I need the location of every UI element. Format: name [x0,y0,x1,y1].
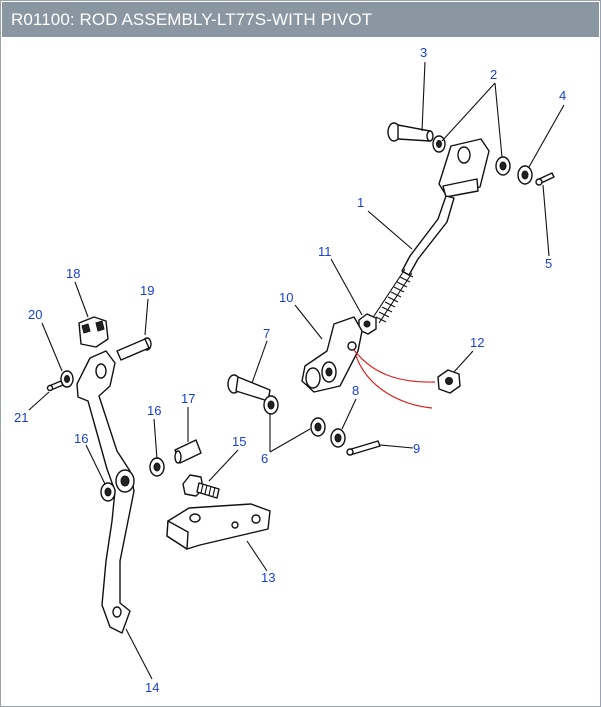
callout-6[interactable]: 6 [261,451,268,466]
callout-2[interactable]: 2 [490,67,497,82]
parts-diagram: 3 2 4 5 1 11 10 12 7 8 6 9 13 14 15 16 1… [2,38,599,705]
page-title: R01100: ROD ASSEMBLY-LT77S-WITH PIVOT [11,9,373,29]
callout-14[interactable]: 14 [145,680,159,695]
part-9-split-pin [346,440,381,456]
callout-8[interactable]: 8 [352,383,359,398]
callout-18[interactable]: 18 [66,266,80,281]
part-14-lever [76,350,135,634]
callout-19[interactable]: 19 [140,283,154,298]
callout-3[interactable]: 3 [420,45,427,60]
callout-11[interactable]: 11 [318,244,332,259]
panel-header: R01100: ROD ASSEMBLY-LT77S-WITH PIVOT [2,2,599,37]
callout-16-lower[interactable]: 16 [74,431,88,446]
callout-16-upper[interactable]: 16 [147,403,161,418]
callout-7[interactable]: 7 [263,326,270,341]
callout-21[interactable]: 21 [14,410,28,425]
callout-17[interactable]: 17 [181,391,195,406]
part-16-washers [100,457,165,502]
part-15-bolt [182,474,220,499]
part-19-pin [116,337,152,361]
part-17-roll-pin [174,439,202,464]
part-1-rod-assembly [371,138,490,324]
part-10-fork-end [301,316,363,393]
callout-1[interactable]: 1 [357,195,364,210]
callout-15[interactable]: 15 [232,434,246,449]
part-20-washer [60,370,74,388]
callout-13[interactable]: 13 [261,570,275,585]
part-7-pin [227,374,271,402]
part-4-washer [517,165,533,185]
part-6-washers [263,395,326,437]
callout-4[interactable]: 4 [559,88,566,103]
callout-5[interactable]: 5 [545,256,552,271]
part-8-washer [330,428,346,448]
part-13-pivot-bracket [166,503,271,550]
leader-lines [28,61,565,680]
part-5-split-pin [535,172,555,186]
callout-10[interactable]: 10 [279,290,293,305]
part-12-nut [437,369,461,394]
part-2-washers [432,135,511,176]
exploded-view-drawing: 3 2 4 5 1 11 10 12 7 8 6 9 13 14 15 16 1… [14,45,566,695]
part-3-clevis-pin [387,122,434,142]
spring [371,268,414,324]
part-21-split-pin [46,380,64,392]
callout-labels: 3 2 4 5 1 11 10 12 7 8 6 9 13 14 15 16 1… [14,45,566,695]
part-18-bracket [78,316,109,348]
callout-20[interactable]: 20 [28,307,42,322]
callout-12[interactable]: 12 [470,335,484,350]
callout-9[interactable]: 9 [413,441,420,456]
highlight-lines [353,349,436,409]
